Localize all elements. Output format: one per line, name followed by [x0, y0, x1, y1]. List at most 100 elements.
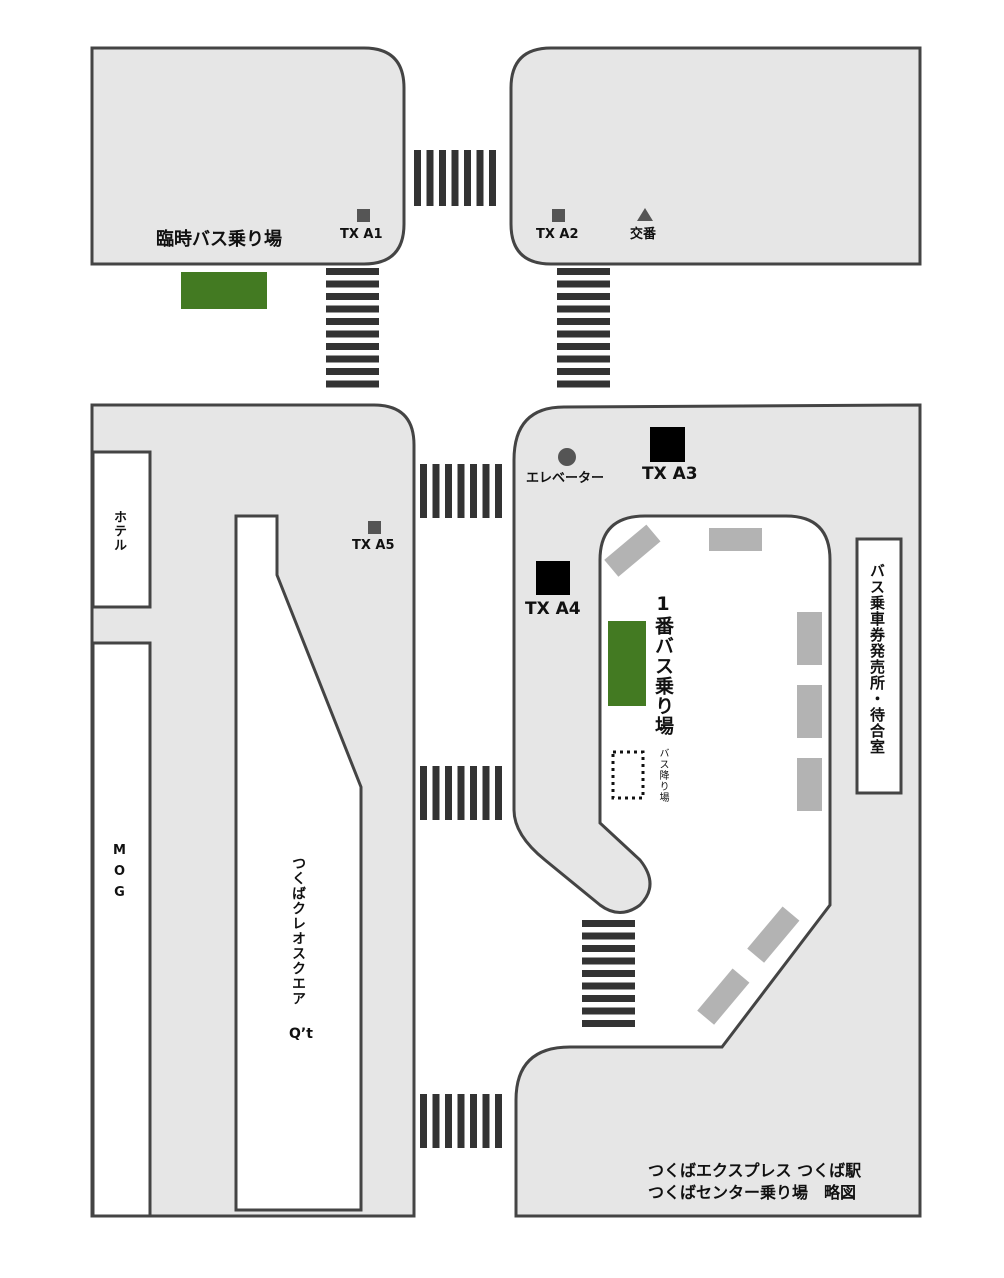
crosswalk-stripe	[582, 982, 635, 990]
crosswalk-stripe	[470, 766, 477, 820]
ticket-office-building	[855, 537, 903, 795]
crosswalk-stripe	[482, 766, 490, 820]
crosswalk-stripe	[470, 464, 477, 518]
crosswalk-stripe	[582, 995, 635, 1002]
crosswalk	[582, 920, 635, 1027]
crosswalk-stripe	[432, 1094, 440, 1148]
mog-label: MOG	[112, 843, 127, 906]
crosswalk-stripe	[439, 150, 446, 206]
crosswalk-stripe	[457, 464, 465, 518]
crosswalk-stripe	[445, 1094, 452, 1148]
crosswalk-stripe	[557, 343, 610, 350]
crosswalk-stripe	[326, 355, 379, 363]
crosswalk-stripe	[557, 305, 610, 313]
crosswalk-stripe	[457, 766, 465, 820]
exit-a2-icon	[552, 209, 565, 222]
crosswalk-stripe	[326, 368, 379, 375]
crosswalk-stripe	[420, 464, 427, 518]
ticket-office-label: バス乗車券発売所・待合室	[868, 563, 886, 755]
hotel-building	[91, 450, 152, 609]
temp-bus-stop-label: 臨時バス乗り場	[156, 229, 282, 250]
crosswalk-stripe	[420, 766, 427, 820]
elevator-label: エレベーター	[526, 471, 605, 486]
bus-bay	[709, 528, 762, 551]
crosswalk-stripe	[557, 268, 610, 275]
crosswalk-stripe	[489, 150, 496, 206]
crosswalk-stripe	[557, 318, 610, 325]
crosswalk-stripe	[582, 920, 635, 927]
crosswalk-stripe	[326, 305, 379, 313]
exit-a5-icon	[368, 521, 381, 534]
crosswalk-stripe	[482, 464, 490, 518]
bus-stop-1-label: 1番バス乗り場	[652, 593, 674, 736]
crosswalk-stripe	[557, 330, 610, 338]
crosswalk	[557, 268, 610, 388]
elevator-icon	[558, 448, 576, 466]
crosswalk-stripe	[482, 1094, 490, 1148]
bus-dropoff-marker	[611, 750, 645, 800]
crosswalk-stripe	[432, 766, 440, 820]
crosswalk-stripe	[414, 150, 421, 206]
hotel-label: ホテル	[111, 510, 126, 552]
crosswalk-stripe	[582, 945, 635, 952]
cleo-square-label: つくばクレオスクエア	[290, 856, 306, 1006]
crosswalk-stripe	[326, 318, 379, 325]
crosswalk-stripe	[495, 464, 502, 518]
crosswalk-stripe	[557, 355, 610, 363]
bus-bay	[747, 906, 800, 963]
crosswalk-stripe	[426, 150, 434, 206]
bus-bay	[604, 524, 661, 577]
bus-dropoff-label: バス降り場	[657, 748, 668, 803]
crosswalk-stripe	[457, 1094, 465, 1148]
crosswalk-stripe	[495, 766, 502, 820]
crosswalk-stripe	[557, 293, 610, 300]
crosswalk-stripe	[582, 970, 635, 977]
crosswalk-stripe	[464, 150, 471, 206]
crosswalk-stripe	[432, 464, 440, 518]
koban-label: 交番	[630, 227, 657, 242]
crosswalk-stripe	[582, 957, 635, 965]
crosswalk-stripe	[420, 1094, 427, 1148]
bus-bay	[697, 968, 750, 1025]
crosswalk-stripe	[326, 280, 379, 288]
block-top-right	[509, 46, 922, 266]
crosswalk-stripe	[582, 1020, 635, 1027]
tx-a1-label: TX A1	[340, 227, 383, 242]
tx-a3-label: TX A3	[642, 464, 698, 484]
crosswalk-stripe	[451, 150, 459, 206]
crosswalk-stripe	[582, 932, 635, 940]
qt-building	[234, 514, 363, 1212]
crosswalk-stripe	[326, 330, 379, 338]
crosswalk-stripe	[326, 268, 379, 275]
map-title-line2: つくばセンター乗り場 略図	[648, 1183, 857, 1202]
map-title-line1: つくばエクスプレス つくば駅	[648, 1161, 862, 1180]
crosswalk-stripe	[326, 380, 379, 388]
crosswalk-stripe	[445, 766, 452, 820]
crosswalk	[420, 464, 502, 518]
crosswalk-stripe	[557, 280, 610, 288]
exit-a1-icon	[357, 209, 370, 222]
crosswalk-stripe	[445, 464, 452, 518]
crosswalk-stripe	[495, 1094, 502, 1148]
crosswalk	[420, 1094, 502, 1148]
tx-a5-label: TX A5	[352, 538, 395, 553]
crosswalk-stripe	[326, 343, 379, 350]
crosswalk-stripe	[476, 150, 484, 206]
bus-bay	[797, 612, 822, 665]
exit-a4-icon	[536, 561, 570, 595]
crosswalk	[326, 268, 379, 388]
temp-bus-stop-marker	[181, 272, 267, 309]
exit-a3-icon	[650, 427, 685, 462]
koban-triangle-icon	[637, 208, 653, 221]
mog-building	[91, 641, 152, 1218]
tx-a4-label: TX A4	[525, 599, 581, 619]
qt-label: Q’t	[289, 1026, 313, 1042]
crosswalk-stripe	[557, 368, 610, 375]
bus-bay	[797, 758, 822, 811]
tx-a2-label: TX A2	[536, 227, 579, 242]
crosswalk-stripe	[582, 1007, 635, 1015]
crosswalk-stripe	[557, 380, 610, 388]
crosswalk-stripe	[326, 293, 379, 300]
